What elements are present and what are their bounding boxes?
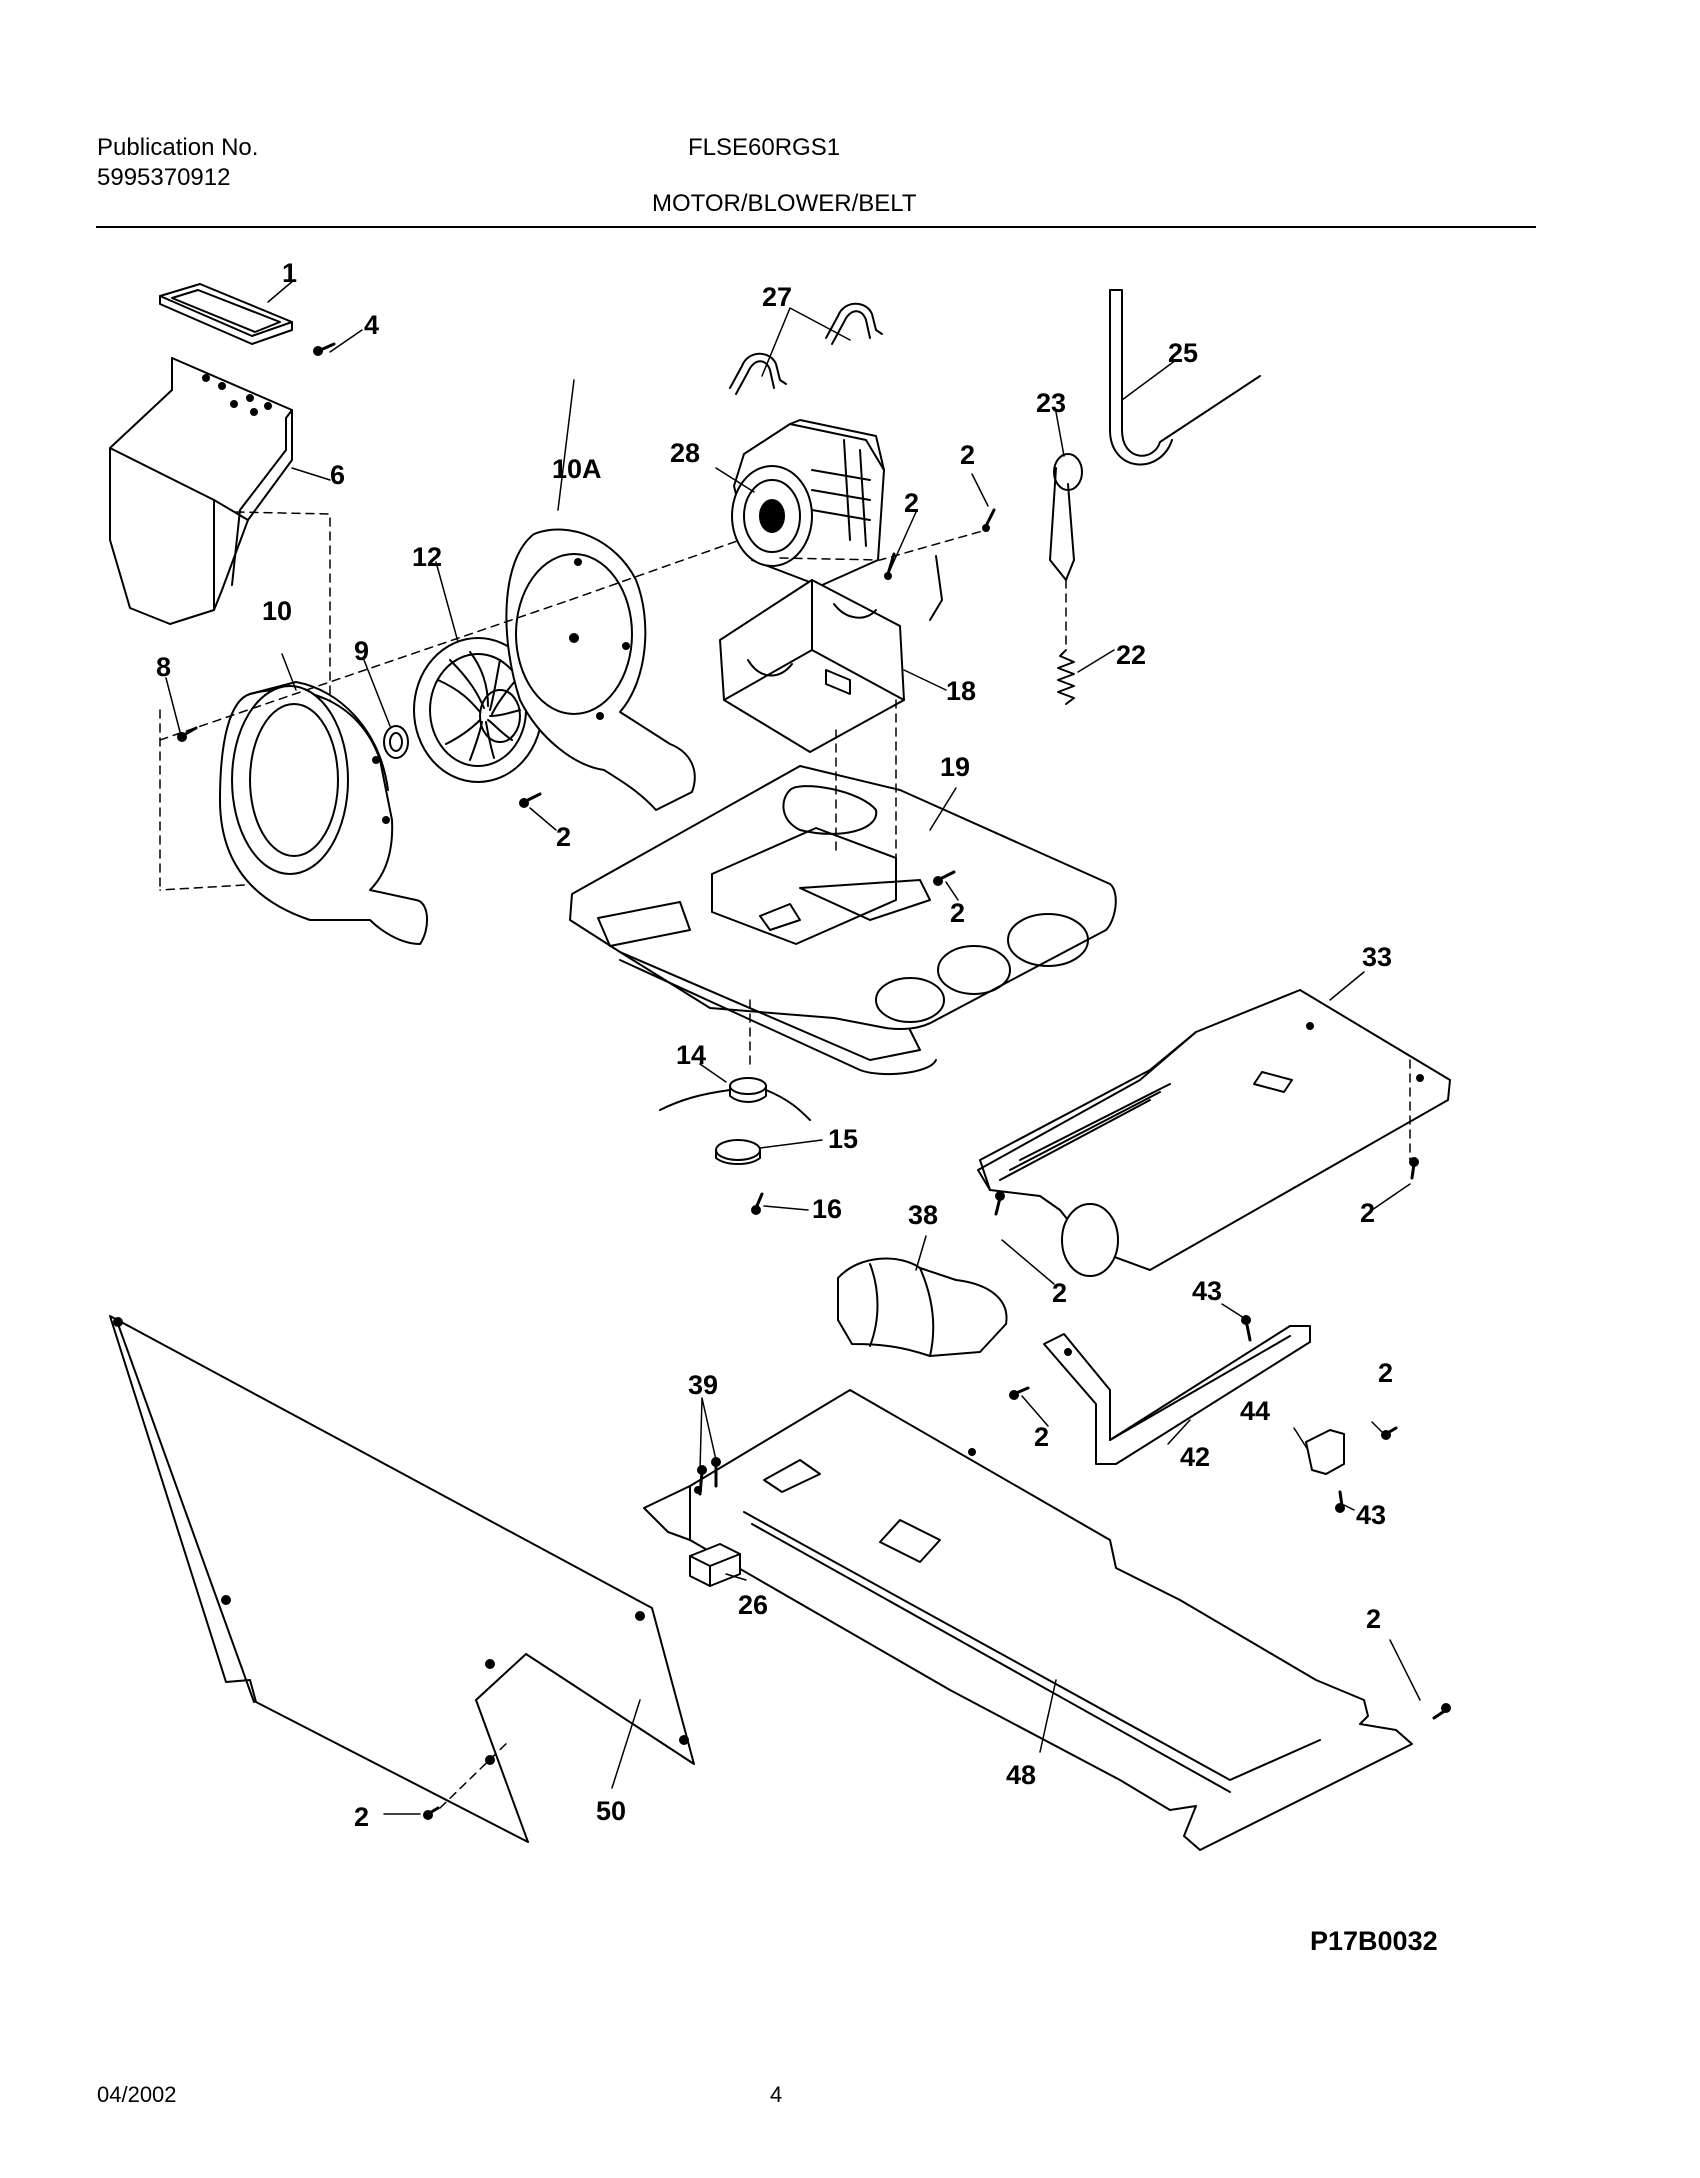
part-access-panel (109, 1315, 695, 1843)
publication-number: 5995370912 (97, 164, 231, 191)
callout-15: 15 (828, 1124, 858, 1154)
callout-44: 44 (1240, 1396, 1270, 1426)
callout-27: 27 (762, 282, 792, 312)
callout-9: 9 (354, 636, 369, 666)
part-blower-housing-rear (505, 528, 696, 811)
callout-23: 23 (1036, 388, 1066, 418)
part-drive-belt (1109, 289, 1261, 466)
part-filter-strip (159, 283, 293, 345)
callout-14: 14 (676, 1040, 706, 1070)
part-lower-duct (977, 989, 1451, 1277)
callout-numbers: 1 4 6 10A 12 10 9 8 2 27 28 2 2 18 23 25… (156, 258, 1438, 1956)
part-blower-housing-front (219, 681, 428, 945)
callout-48: 48 (1006, 1760, 1036, 1790)
callout-43-top: 43 (1192, 1276, 1222, 1306)
footer-date: 04/2002 (97, 2082, 177, 2107)
part-drive-motor (731, 419, 885, 587)
part-base-rail (643, 1389, 1413, 1851)
callout-38: 38 (908, 1200, 938, 1230)
model-number: FLSE60RGS1 (688, 134, 841, 161)
callout-25: 25 (1168, 338, 1198, 368)
part-elbow-duct (837, 1257, 1008, 1357)
part-exhaust-duct (109, 357, 293, 625)
callout-10: 10 (262, 596, 292, 626)
part-seal-ring (383, 725, 409, 759)
callout-2-motor-b: 2 (904, 488, 919, 518)
header-rule (96, 226, 1536, 228)
callout-2-duct-left: 2 (1052, 1278, 1067, 1308)
callout-18: 18 (946, 676, 976, 706)
callout-33: 33 (1362, 942, 1392, 972)
part-clip (1305, 1429, 1345, 1475)
callout-2-rail: 2 (1366, 1604, 1381, 1634)
callout-4: 4 (364, 310, 379, 340)
callout-26: 26 (738, 1590, 768, 1620)
callout-50: 50 (596, 1796, 626, 1826)
part-motor-clamps (729, 302, 883, 395)
callout-2-small: 2 (1378, 1358, 1393, 1388)
callout-2-base: 2 (950, 898, 965, 928)
part-idler-spring (1057, 579, 1075, 705)
callout-10a: 10A (552, 454, 602, 484)
part-support-bracket (1043, 1325, 1311, 1465)
callout-16: 16 (812, 1194, 842, 1224)
figure-id: P17B0032 (1310, 1926, 1438, 1956)
callout-42: 42 (1180, 1442, 1210, 1472)
section-title: MOTOR/BLOWER/BELT (652, 190, 917, 217)
part-idler-pulley (1049, 453, 1083, 581)
callout-22: 22 (1116, 640, 1146, 670)
callout-2-duct-right: 2 (1360, 1198, 1375, 1228)
callout-6: 6 (330, 460, 345, 490)
callout-2-bracket: 2 (1034, 1422, 1049, 1452)
callout-8: 8 (156, 652, 171, 682)
publication-label: Publication No. (97, 134, 259, 161)
part-terminal-block (689, 1543, 741, 1587)
part-screw-4 (313, 342, 336, 356)
callout-39: 39 (688, 1370, 718, 1400)
callout-2-motor-a: 2 (960, 440, 975, 470)
callout-43-bottom: 43 (1356, 1500, 1386, 1530)
leader-lines (165, 279, 1421, 1815)
callout-19: 19 (940, 752, 970, 782)
callout-2-panel: 2 (354, 1802, 369, 1832)
part-base-plate (569, 765, 1117, 1076)
callout-2-blower: 2 (556, 822, 571, 852)
part-motor-mount (719, 579, 905, 753)
footer-page-number: 4 (770, 2082, 783, 2107)
callout-1: 1 (282, 258, 297, 288)
callout-28: 28 (670, 438, 700, 468)
callout-12: 12 (412, 542, 442, 572)
part-thermostat (659, 999, 811, 1215)
